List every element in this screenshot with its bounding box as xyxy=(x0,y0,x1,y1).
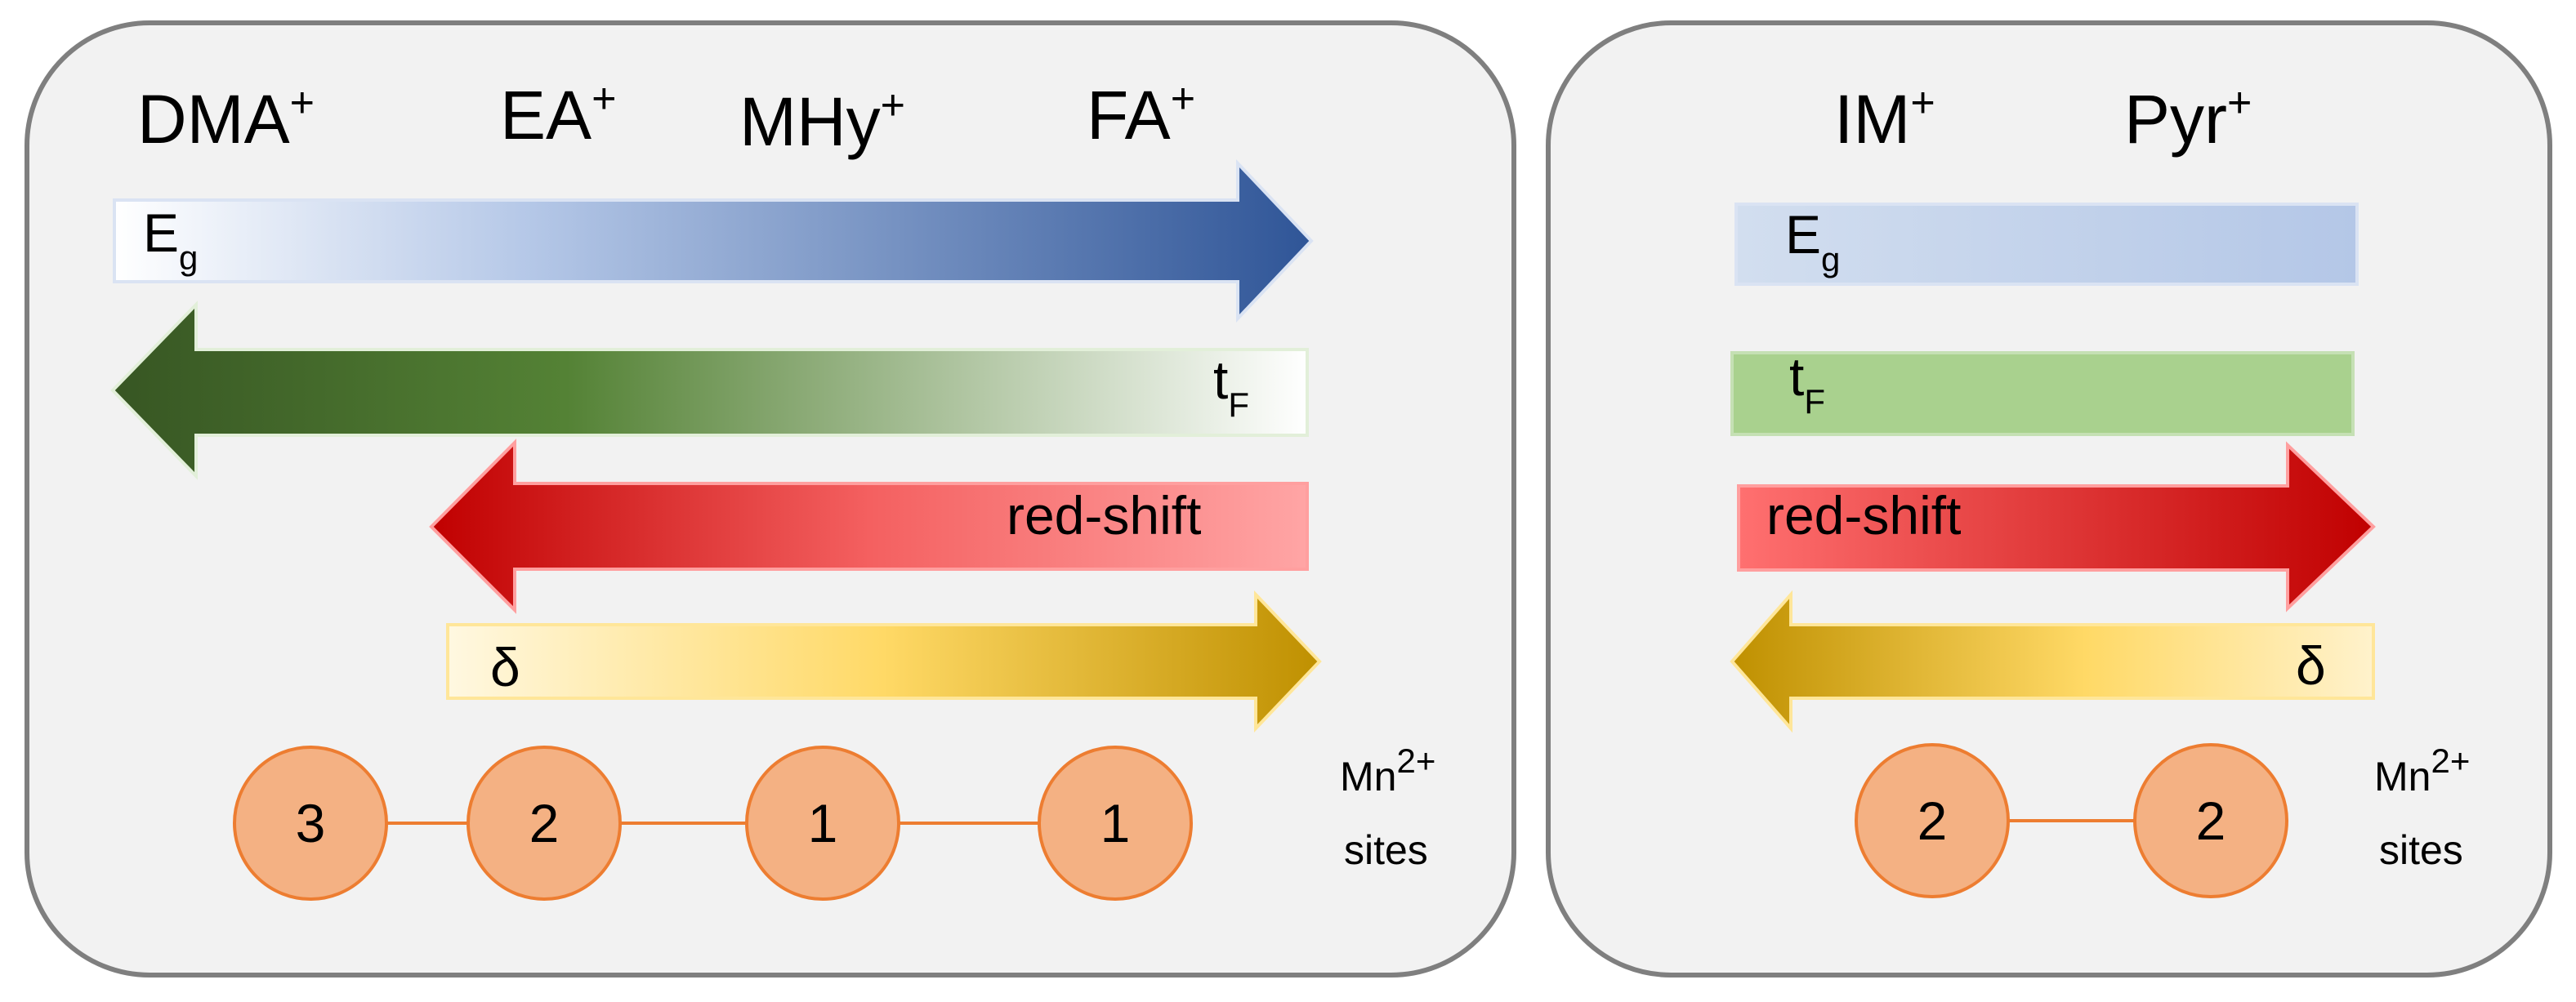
delta-arrow xyxy=(1730,590,2375,733)
red-shift-arrow xyxy=(1737,441,2376,612)
site-count: 2 xyxy=(1917,790,1948,851)
delta-arrow xyxy=(446,590,1322,733)
site-circle: 2 xyxy=(467,746,622,901)
band-gap-label: Eg xyxy=(143,203,198,277)
delta-label: δ xyxy=(2296,635,2326,696)
cation-label-ea: EA+ xyxy=(500,75,616,154)
fluorescence-lifetime-label: tF xyxy=(1789,346,1825,421)
right-panel: IM+ Pyr+ Eg tF red-shift δ 2 2 xyxy=(1546,20,2552,978)
band-gap-bar xyxy=(1734,203,2359,286)
site-circle: 2 xyxy=(1855,743,2010,898)
cation-label-fa: FA+ xyxy=(1087,75,1195,154)
site-count: 1 xyxy=(808,793,838,853)
mn-sites-label: Mn2+ xyxy=(2374,741,2470,799)
left-panel: DMA+ EA+ MHy+ FA+ Eg tF red-shift δ xyxy=(25,20,1516,978)
red-shift-label[interactable]: red-shift xyxy=(1007,485,1201,546)
site-circle: 1 xyxy=(1038,746,1193,901)
red-shift-label[interactable]: red-shift xyxy=(1766,485,1961,546)
site-count: 1 xyxy=(1100,793,1131,853)
cation-label-im: IM+ xyxy=(1834,79,1935,158)
mn-sites-label: Mn2+ xyxy=(1340,741,1435,799)
band-gap-label: Eg xyxy=(1785,204,1840,278)
site-circle: 1 xyxy=(745,746,900,901)
site-count: 3 xyxy=(296,793,326,853)
site-count: 2 xyxy=(2196,790,2226,851)
red-shift-arrow xyxy=(429,439,1309,614)
site-circle: 2 xyxy=(2133,743,2288,898)
band-gap-arrow xyxy=(113,158,1314,323)
cation-label-dma: DMA+ xyxy=(137,79,315,158)
fluorescence-lifetime-arrow xyxy=(110,301,1309,480)
site-count: 2 xyxy=(529,793,560,853)
fluorescence-lifetime-bar xyxy=(1730,351,2355,436)
cation-label-pyr: Pyr+ xyxy=(2124,79,2252,158)
mn-sites-label-line2: sites xyxy=(2379,827,2463,873)
site-circle: 3 xyxy=(233,746,388,901)
mn-sites-label-line2: sites xyxy=(1344,827,1428,873)
delta-label: δ xyxy=(490,637,520,697)
fluorescence-lifetime-label: tF xyxy=(1213,350,1249,424)
cation-label-mhy: MHy+ xyxy=(739,82,905,160)
